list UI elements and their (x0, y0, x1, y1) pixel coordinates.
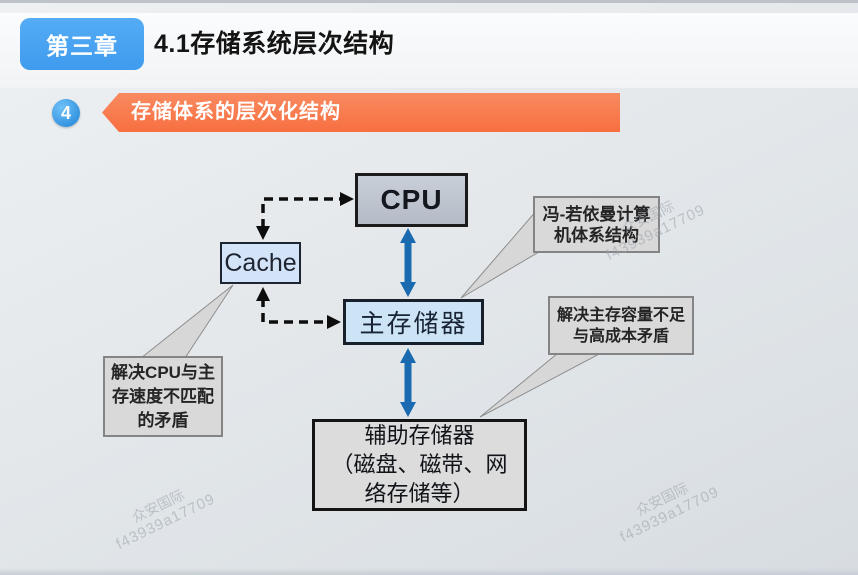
section-number-badge: 4 (52, 99, 80, 127)
aux-storage-node: 辅助存储器 （磁盘、磁带、网 络存储等） (312, 419, 527, 511)
mainmemory-aux-arrow (400, 348, 416, 417)
cache-node: Cache (220, 242, 301, 284)
von-neumann-callout-line2: 机体系结构 (554, 225, 639, 245)
von-neumann-callout: 冯-若依曼计算 机体系结构 (533, 196, 660, 253)
speed-callout-line3: 的矛盾 (137, 410, 189, 430)
capacity-callout-line1: 解决主存容量不足 (556, 306, 685, 324)
capacity-callout-pointer (479, 348, 605, 418)
cpu-cache-dashed-arrow (256, 192, 354, 240)
capacity-callout: 解决主存容量不足 与高成本矛盾 (548, 296, 694, 355)
speed-callout-line1: 解决CPU与主 (111, 362, 215, 382)
aux-storage-line1: 辅助存储器 (364, 423, 475, 449)
speed-callout-line2: 存速度不匹配 (112, 386, 214, 406)
von-neumann-callout-line1: 冯-若依曼计算 (542, 204, 651, 224)
cpu-mainmemory-arrow (400, 228, 416, 297)
capacity-callout-line2: 与高成本矛盾 (572, 327, 669, 345)
aux-storage-line3: 络存储等） (364, 481, 475, 507)
speed-callout-pointer (139, 284, 234, 359)
cpu-node: CPU (355, 173, 468, 227)
section-banner-label: 存储体系的层次化结构 (131, 101, 341, 123)
chapter-badge: 第三章 (20, 18, 144, 70)
aux-storage-line2: （磁盘、磁带、网 (331, 452, 508, 478)
section-banner: 存储体系的层次化结构 (102, 93, 620, 132)
main-memory-node: 主存储器 (343, 299, 484, 345)
speed-callout: 解决CPU与主 存速度不匹配 的矛盾 (103, 356, 223, 437)
page-title: 4.1存储系统层次结构 (154, 30, 395, 58)
cache-mainmemory-dashed-arrow (256, 287, 341, 329)
